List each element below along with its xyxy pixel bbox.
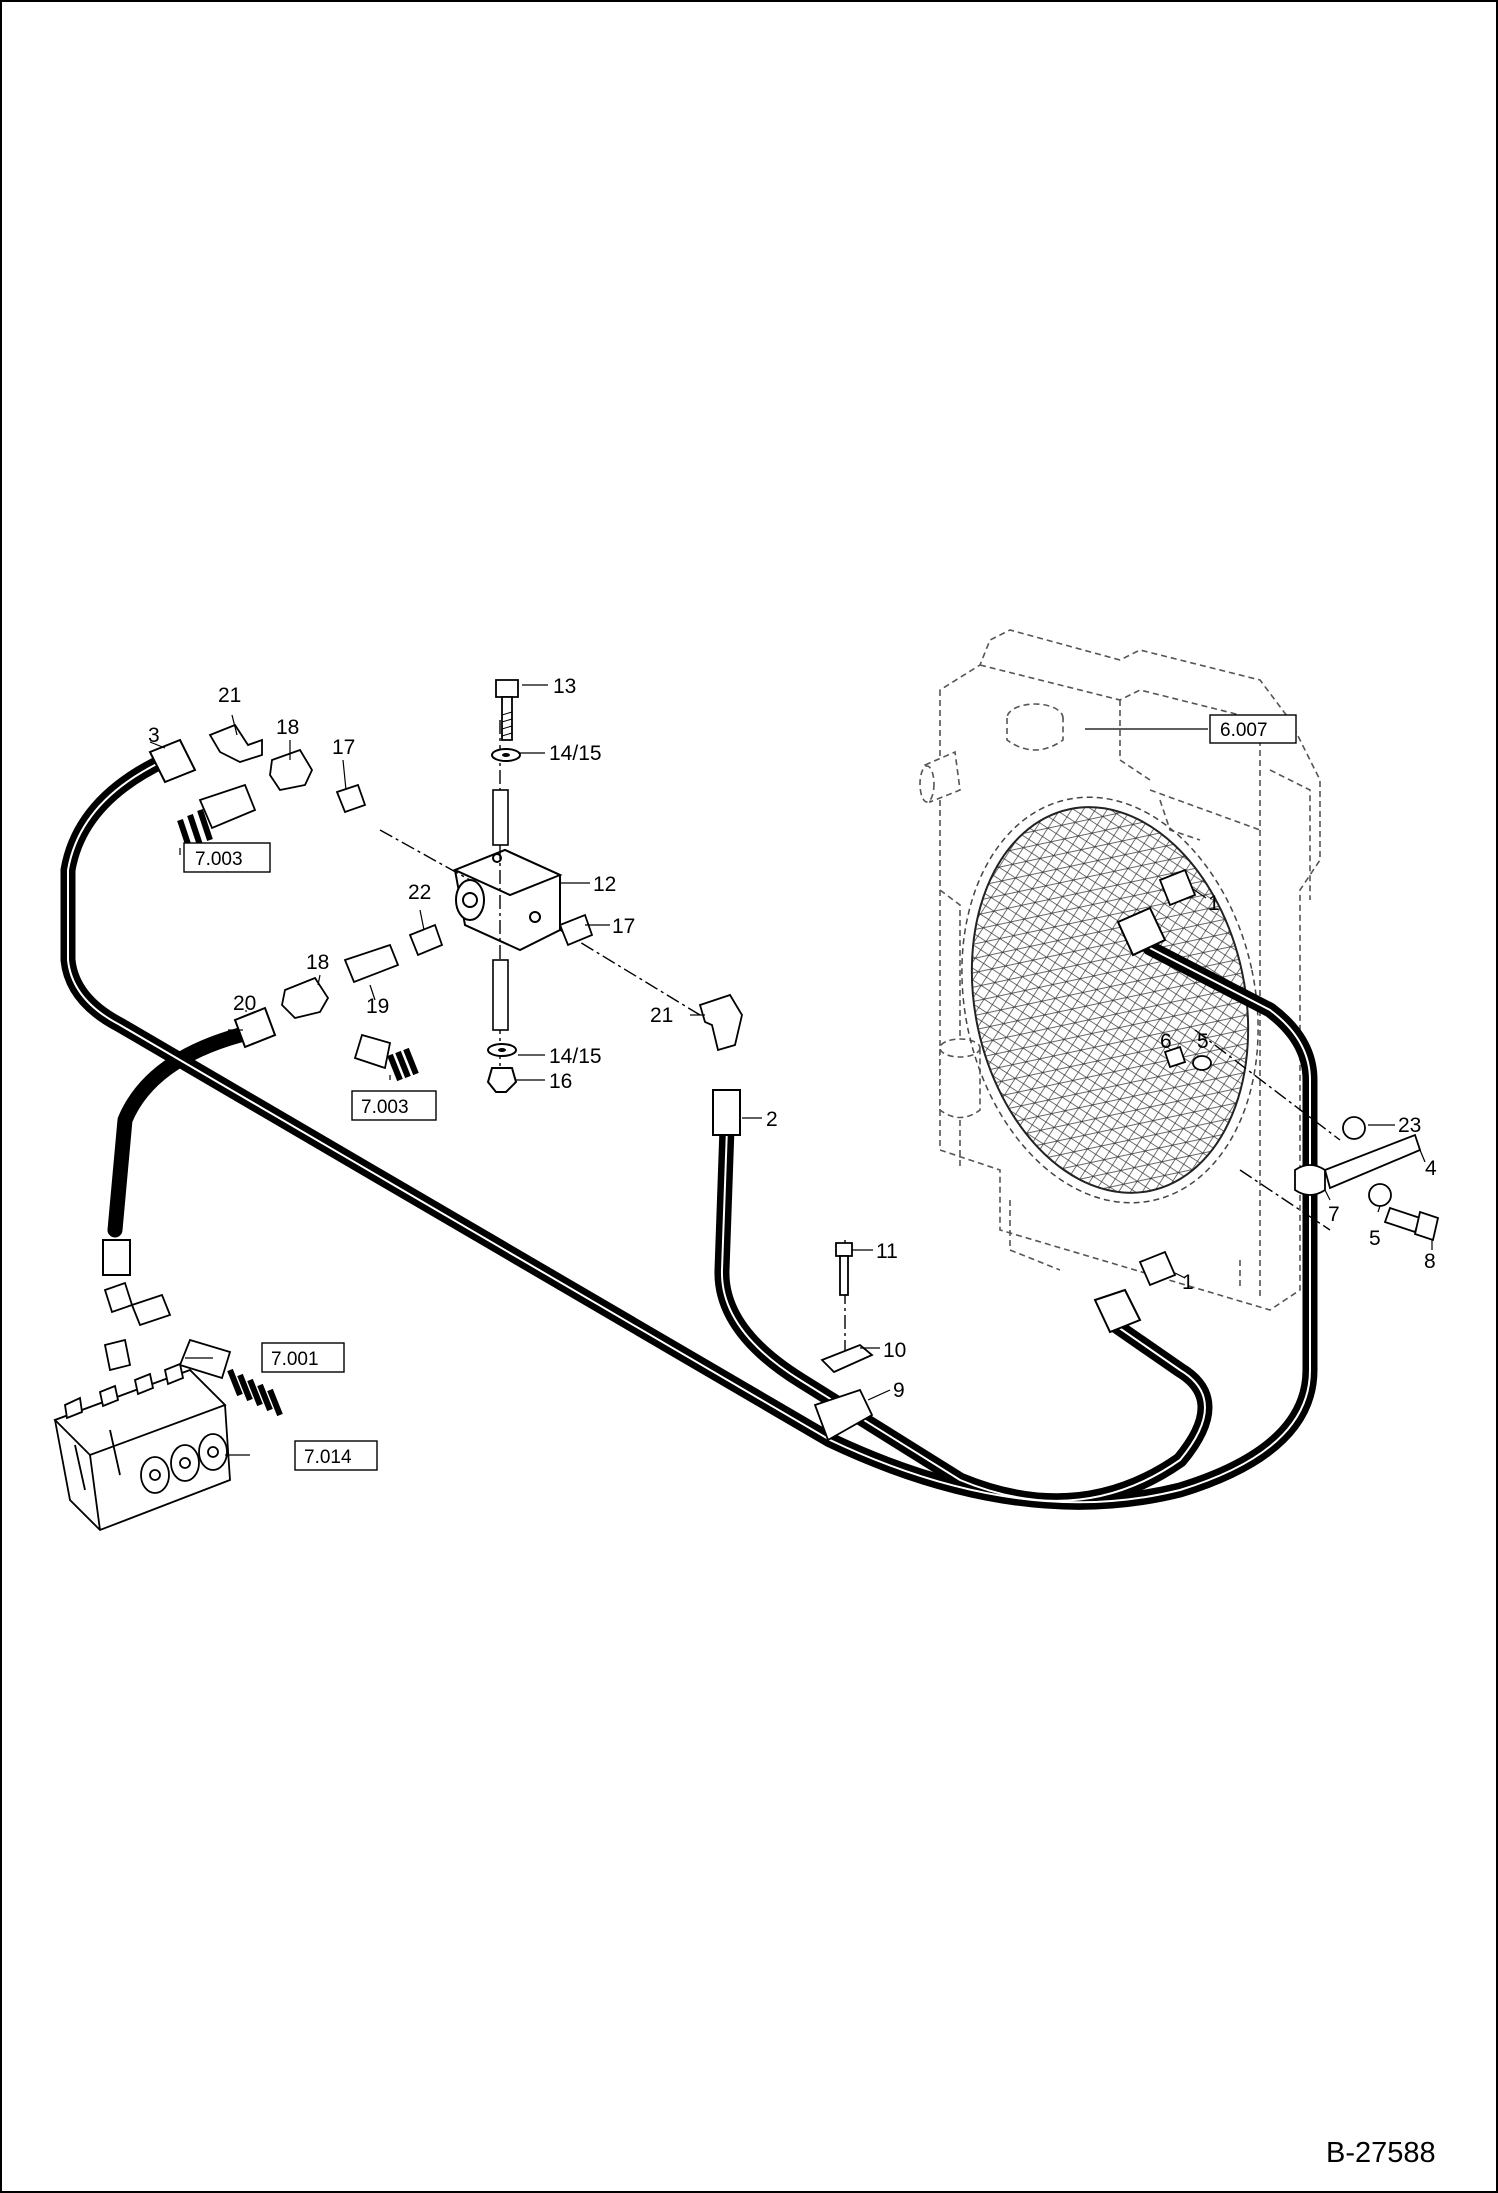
ref-box-7-003-lower: 7.003 [351, 1090, 437, 1121]
leader-lines [149, 684, 1433, 1456]
ref-box-7-014: 7.014 [294, 1440, 378, 1471]
elbow-21-top [208, 723, 263, 763]
cut-hose-lower-fitting [353, 1033, 392, 1070]
washer-14-15-bottom-hole [498, 1048, 506, 1052]
cut-hose-stubs [177, 809, 419, 1417]
fitting-1-lower [1138, 1250, 1177, 1287]
callout-4: 4 [1425, 1157, 1437, 1180]
ref-label-7-003-upper: 7.003 [195, 849, 243, 870]
callout-3: 3 [148, 724, 160, 747]
ref-label-7-001: 7.001 [271, 1349, 319, 1370]
nut-16 [486, 1067, 518, 1093]
callout-21-top: 21 [218, 684, 241, 707]
hose-3-end [148, 738, 197, 784]
clamp-9 [813, 1388, 874, 1442]
bolt-8 [1383, 1206, 1422, 1234]
washer-5-upper [1192, 1055, 1212, 1071]
valve-fittings [103, 1281, 172, 1372]
tee-18-lower [281, 976, 330, 1019]
check-valve-19 [343, 943, 400, 984]
cut-hoses [178, 783, 392, 1380]
callout-12: 12 [593, 873, 616, 896]
hose-end-fittings [102, 738, 1167, 1334]
washer-23 [1342, 1116, 1366, 1140]
clamp-7 [1294, 1164, 1326, 1196]
hose-20-end-top [233, 1006, 277, 1049]
cut-hose-valve-fitting [178, 1338, 232, 1380]
radiator-grille [961, 796, 1259, 1204]
nut-6 [1163, 1045, 1187, 1069]
callout-9: 9 [893, 1379, 905, 1402]
plate-10 [820, 1343, 874, 1374]
ref-box-7-003-upper: 7.003 [183, 842, 271, 873]
washer-14-15-top-hole [502, 753, 510, 757]
tee-18-top [269, 748, 314, 792]
bracket-4 [1323, 1133, 1422, 1190]
callout-7: 7 [1328, 1203, 1340, 1226]
callout-20: 20 [233, 992, 256, 1015]
hose-3-radiator-end [1116, 906, 1167, 957]
hose-2-radiator-end [1093, 1288, 1142, 1334]
callout-10: 10 [883, 1339, 906, 1362]
callout-8: 8 [1424, 1250, 1436, 1273]
bolt-11-shank [839, 1255, 849, 1296]
bolt-8-head [1413, 1210, 1440, 1242]
radiator-cap [1006, 703, 1064, 751]
callout-5-lower: 5 [1369, 1227, 1381, 1250]
fittings [208, 723, 1440, 1442]
callout-16: 16 [549, 1070, 572, 1093]
hose-highlights [67, 759, 1311, 1504]
ref-label-7-014: 7.014 [304, 1447, 352, 1468]
callout-23: 23 [1398, 1114, 1421, 1137]
callout-14-15-bottom: 14/15 [549, 1045, 602, 1068]
hose-20 [107, 1027, 248, 1238]
spacer-tube [492, 789, 509, 1031]
callout-19: 19 [366, 995, 389, 1018]
callout-6: 6 [1160, 1030, 1172, 1053]
drawing-number: B-27588 [1326, 2137, 1436, 2169]
callout-21-right: 21 [650, 1004, 673, 1027]
manifold-block [452, 848, 563, 952]
callout-18-top: 18 [276, 716, 299, 739]
fitting-1-upper [1158, 868, 1197, 907]
cut-hose-upper-fitting [198, 783, 257, 830]
callout-17-right: 17 [612, 915, 635, 938]
control-valve [53, 1362, 231, 1532]
centerlines [379, 720, 1341, 1355]
bolt-13 [495, 679, 519, 741]
ref-box-6-007: 6.007 [1209, 714, 1297, 744]
hose-20-end [102, 1239, 131, 1276]
bolt-11-head [835, 1242, 853, 1257]
callout-11: 11 [876, 1240, 898, 1263]
callout-13: 13 [553, 675, 576, 698]
elbow-21-right [698, 993, 743, 1052]
callout-17-top: 17 [332, 736, 355, 759]
adapter-17-right [558, 913, 594, 947]
callout-18-lower: 18 [306, 951, 329, 974]
callout-5-upper: 5 [1197, 1030, 1209, 1053]
callout-1-upper: 1 [1208, 892, 1220, 915]
ref-label-6-007: 6.007 [1220, 720, 1268, 741]
callout-1-lower: 1 [1182, 1271, 1194, 1294]
adapter-22 [408, 923, 444, 957]
callout-14-15-top: 14/15 [549, 742, 602, 765]
adapter-17-top [335, 783, 367, 814]
radiator-pipes [919, 750, 981, 1119]
callout-2: 2 [766, 1108, 778, 1131]
callout-22: 22 [408, 881, 431, 904]
hose-2-end [712, 1089, 741, 1136]
ref-box-7-001: 7.001 [261, 1342, 345, 1373]
ref-label-7-003-lower: 7.003 [361, 1097, 409, 1118]
washer-5-lower [1368, 1183, 1392, 1207]
